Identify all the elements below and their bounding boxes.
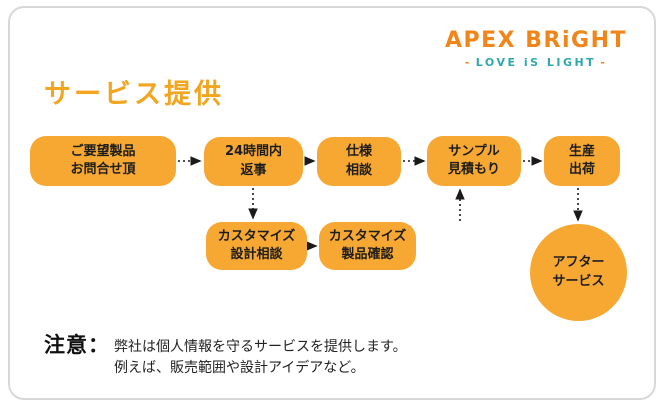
flow-step-text: サンプル (448, 143, 500, 159)
flow-step-text: 24時間内 (224, 144, 283, 160)
page-title: サービス提供 (44, 79, 224, 110)
brand-tagline: -LOVE iS LIGHT- (436, 56, 636, 69)
page-border (8, 6, 656, 400)
flow-step-sample-quote: サンプル 見積もり (427, 136, 521, 186)
flow-step-spec-consult: 仕様 相談 (317, 137, 401, 186)
flow-step-text: お問合せ頂 (70, 162, 136, 177)
tagline-dash-left: - (464, 56, 472, 69)
flow-step-text: 返事 (240, 162, 267, 178)
flow-step-text: 生産 (568, 143, 595, 159)
brand-logo: APEX BRiGHT -LOVE iS LIGHT- (436, 28, 636, 69)
flow-step-text: 相談 (345, 162, 372, 178)
after-service-circle: アフター サービス (530, 224, 627, 321)
flow-step-production-ship: 生産 出荷 (544, 136, 620, 186)
notice-section: 注意： 弊社は個人情報を守るサービスを提供します。 例えば、販売範囲や設計アイデ… (44, 333, 407, 379)
flow-step-text: サービス (552, 273, 605, 289)
flow-substep-custom-design: カスタマイズ 設計相談 (206, 222, 307, 270)
tagline-text: LOVE iS LIGHT (475, 56, 597, 69)
flow-substep-custom-confirm: カスタマイズ 製品確認 (319, 222, 416, 270)
notice-line-1: 弊社は個人情報を守るサービスを提供します。 (114, 339, 407, 355)
flow-step-text: 製品確認 (341, 247, 394, 262)
flow-step-inquiry: ご要望製品 お問合せ頂 (30, 136, 176, 186)
flow-step-text: ご要望製品 (70, 143, 136, 159)
tagline-dash-right: - (600, 56, 608, 69)
notice-line-2: 例えば、販売範囲や設計アイデアなど。 (114, 360, 365, 376)
flow-step-text: 見積もり (447, 162, 500, 177)
flow-step-text: 出荷 (568, 162, 595, 177)
flow-step-text: カスタマイズ (217, 228, 296, 244)
brand-name: APEX BRiGHT (444, 28, 628, 53)
notice-label: 注意： (44, 333, 110, 357)
flow-step-text: 仕様 (345, 144, 372, 160)
flow-step-reply-24h: 24時間内 返事 (204, 137, 303, 186)
flow-step-text: 設計相談 (230, 247, 283, 262)
flow-step-text: カスタマイズ (328, 228, 407, 244)
flow-step-text: アフター (552, 254, 605, 270)
notice-body: 弊社は個人情報を守るサービスを提供します。 例えば、販売範囲や設計アイデアなど。 (114, 334, 407, 379)
